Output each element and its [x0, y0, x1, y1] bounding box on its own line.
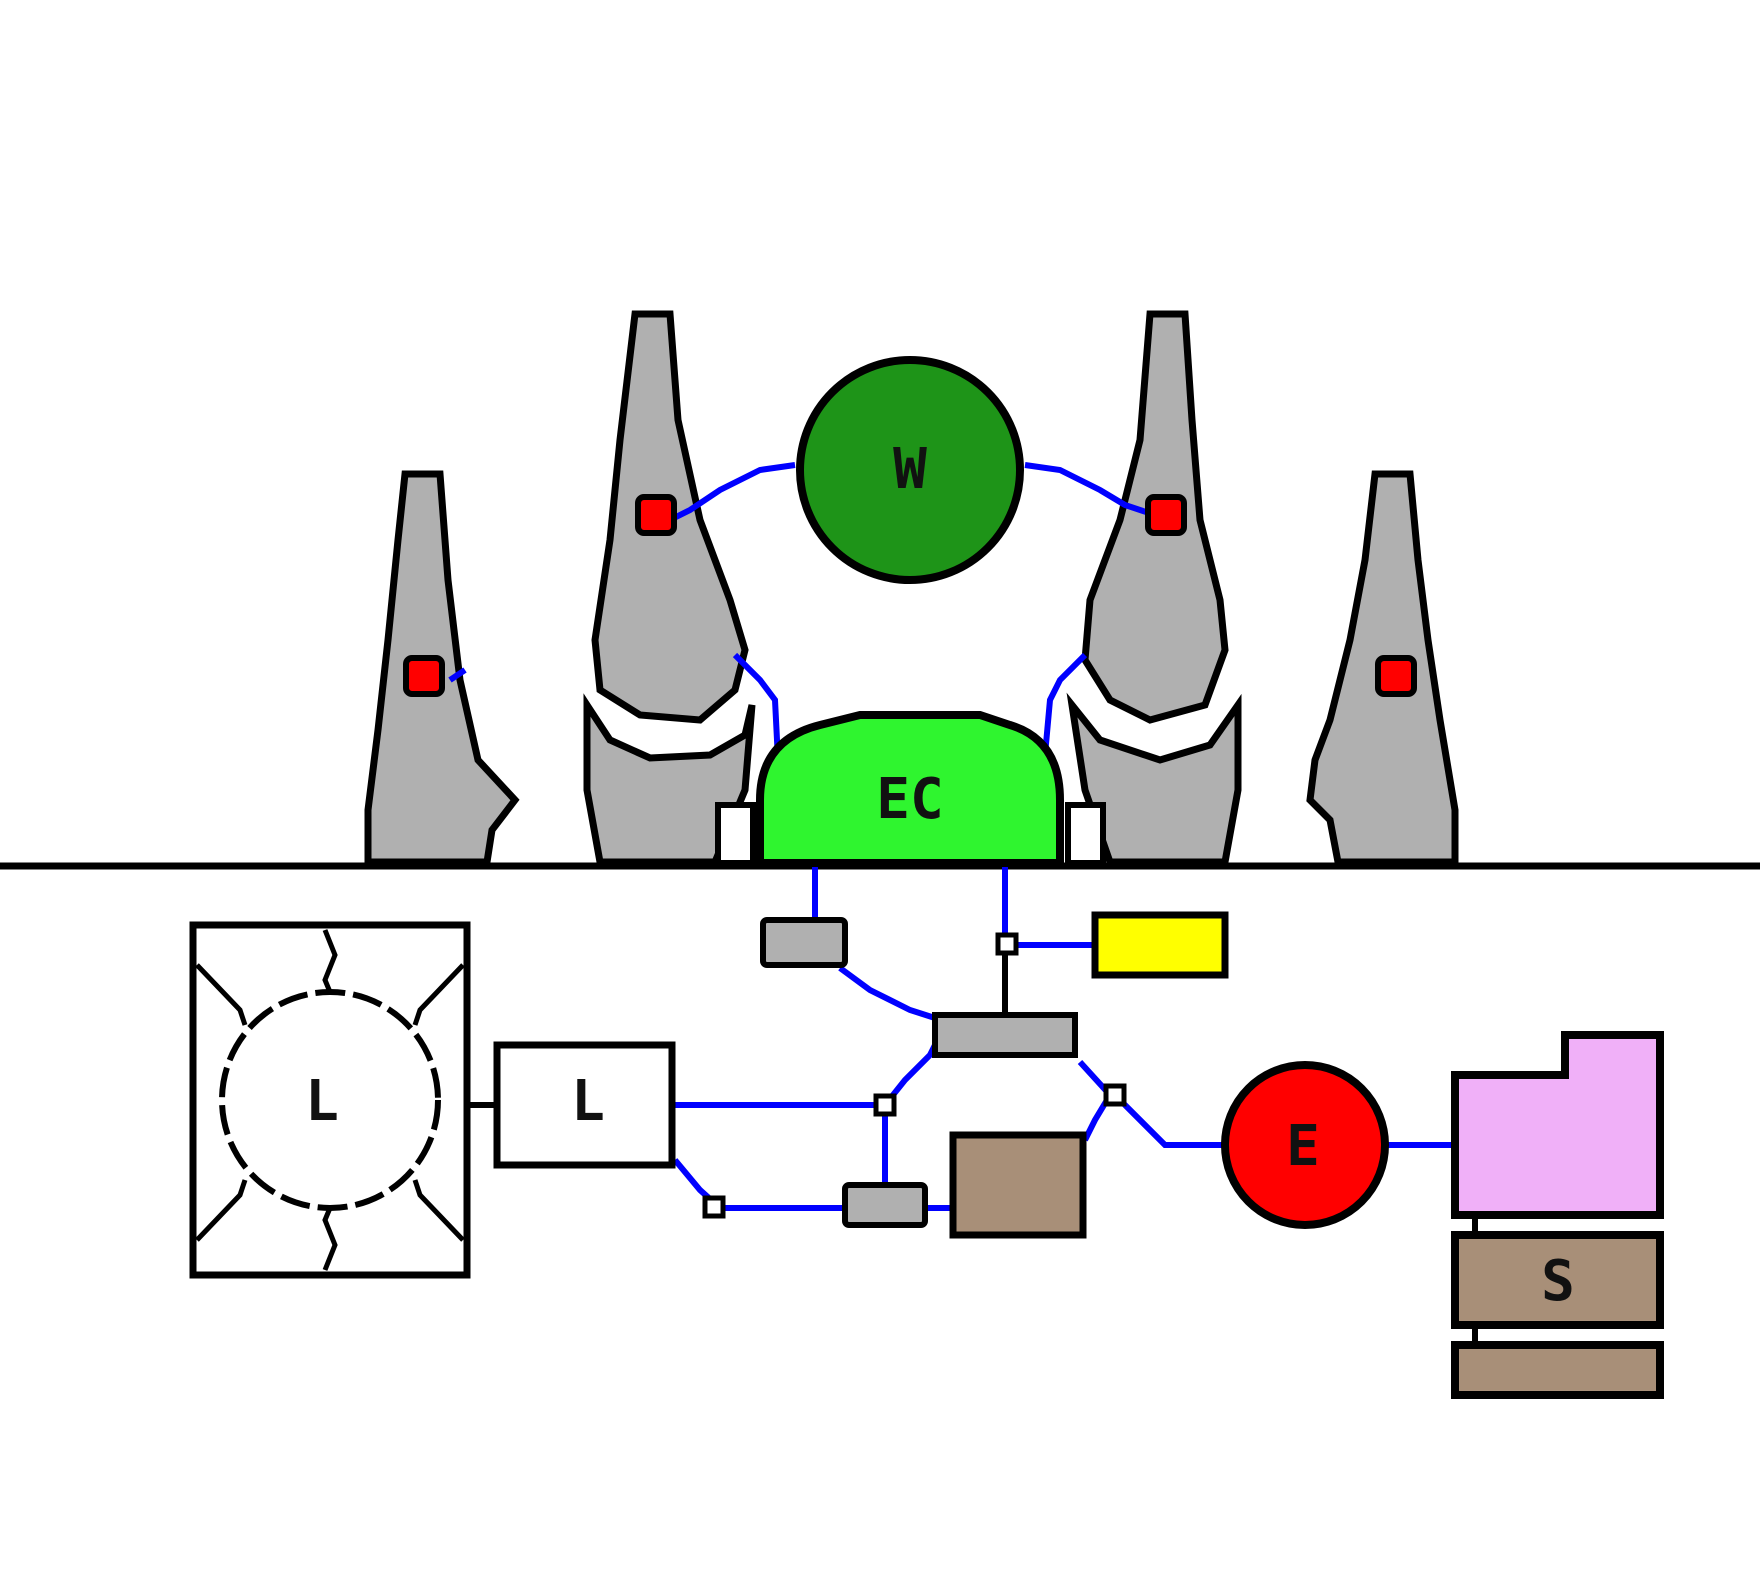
ore-node-right[interactable] — [1145, 494, 1187, 536]
pipe-junction2 — [1077, 1059, 1114, 1142]
storage-label: S — [1541, 1249, 1575, 1314]
pipe-gray-diag — [838, 965, 936, 1021]
lab-large[interactable]: L — [189, 921, 471, 1279]
pipe-junctions — [702, 932, 1127, 1219]
conveyors — [760, 917, 1078, 1228]
energy-center[interactable] — [756, 711, 1064, 867]
pipe-junction-icon — [873, 1093, 897, 1117]
well[interactable] — [796, 356, 1024, 584]
conveyor-small-lower[interactable] — [842, 1182, 928, 1228]
lab-small[interactable] — [493, 1041, 676, 1169]
storage[interactable] — [1451, 1231, 1664, 1329]
pipe-junction-icon — [702, 1195, 726, 1219]
pipe-well-left — [668, 462, 796, 523]
conveyor-middle[interactable] — [932, 1012, 1078, 1058]
lab-large-label: L — [305, 1069, 339, 1134]
yellow-box[interactable] — [1091, 911, 1229, 979]
door-posts — [715, 802, 1106, 866]
pipe-far-left-ore — [448, 667, 467, 683]
emitter-label: E — [1286, 1114, 1320, 1179]
ore-nodes — [403, 494, 1417, 697]
door-post-left — [715, 802, 756, 866]
pipe-left-drop — [732, 652, 781, 761]
ore-node-far-right[interactable] — [1375, 655, 1417, 697]
rock-spires — [364, 310, 1459, 866]
ore-node-far-left[interactable] — [403, 655, 445, 697]
lab-small-label: L — [571, 1069, 605, 1134]
pipe-junction2-right — [1112, 1092, 1230, 1148]
ore-node-left[interactable] — [635, 494, 677, 536]
conveyor-upper-left[interactable] — [760, 917, 848, 968]
pipe-junction-icon — [995, 932, 1019, 956]
well-label: W — [893, 437, 927, 502]
emitter[interactable] — [1221, 1061, 1389, 1229]
pipe-lower-h — [672, 1158, 848, 1211]
pink-building[interactable] — [1451, 1031, 1664, 1219]
door-post-right — [1065, 802, 1106, 866]
pipe-junction-icon — [1103, 1083, 1127, 1107]
rock-spire-left-lower — [583, 693, 756, 866]
brown-block[interactable] — [949, 1131, 1087, 1239]
pipe-right-drop — [1042, 652, 1088, 756]
pipe-well-right — [1024, 462, 1156, 518]
storage-lower[interactable] — [1451, 1341, 1664, 1399]
energy-center-label: EC — [876, 767, 943, 832]
